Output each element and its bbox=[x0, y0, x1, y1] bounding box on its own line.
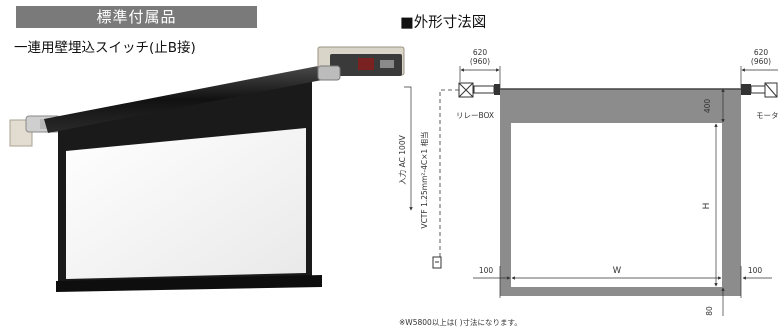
motor-label: モータ bbox=[756, 111, 779, 120]
accessory-banner: 標準付属品 bbox=[16, 6, 257, 28]
wiring-dashed bbox=[439, 89, 459, 262]
relay-box-symbol bbox=[458, 82, 500, 98]
right-margin-dim: 100 bbox=[748, 266, 763, 275]
motor-symbol bbox=[741, 82, 778, 98]
dimension-diagram bbox=[404, 66, 778, 316]
screen-photo bbox=[9, 46, 405, 292]
left-margin-dim: 100 bbox=[479, 266, 494, 275]
switch-label: 一連用壁埋込スイッチ(止B接) bbox=[14, 40, 196, 56]
input-line bbox=[404, 86, 412, 200]
height-label: H bbox=[702, 203, 712, 210]
input-power-label: 入力 AC 100V bbox=[397, 134, 407, 184]
width-label: W bbox=[613, 266, 622, 276]
top-black-dim: 400 bbox=[703, 99, 712, 114]
right-bracket-dim-alt: (960) bbox=[751, 57, 771, 66]
right-bracket-dim: 620 bbox=[754, 48, 769, 57]
motor-housing bbox=[317, 46, 405, 81]
footnote: ※W5800以上は( )寸法になります。 bbox=[399, 318, 522, 327]
cable-spec-label: VCTF 1.25mm²-4C×1 相当 bbox=[419, 131, 429, 228]
dimension-section-title: ■外形寸法図 bbox=[400, 15, 487, 31]
roller-tube bbox=[44, 66, 322, 133]
relay-box-label: リレーBOX bbox=[456, 111, 494, 120]
bottom-bar bbox=[56, 275, 322, 292]
left-bracket-dim-alt: (960) bbox=[470, 57, 490, 66]
projection-surface bbox=[66, 128, 306, 279]
left-bracket-dim: 620 bbox=[473, 48, 488, 57]
screen-surface bbox=[511, 123, 722, 287]
bottom-dim: 80 bbox=[705, 306, 714, 316]
